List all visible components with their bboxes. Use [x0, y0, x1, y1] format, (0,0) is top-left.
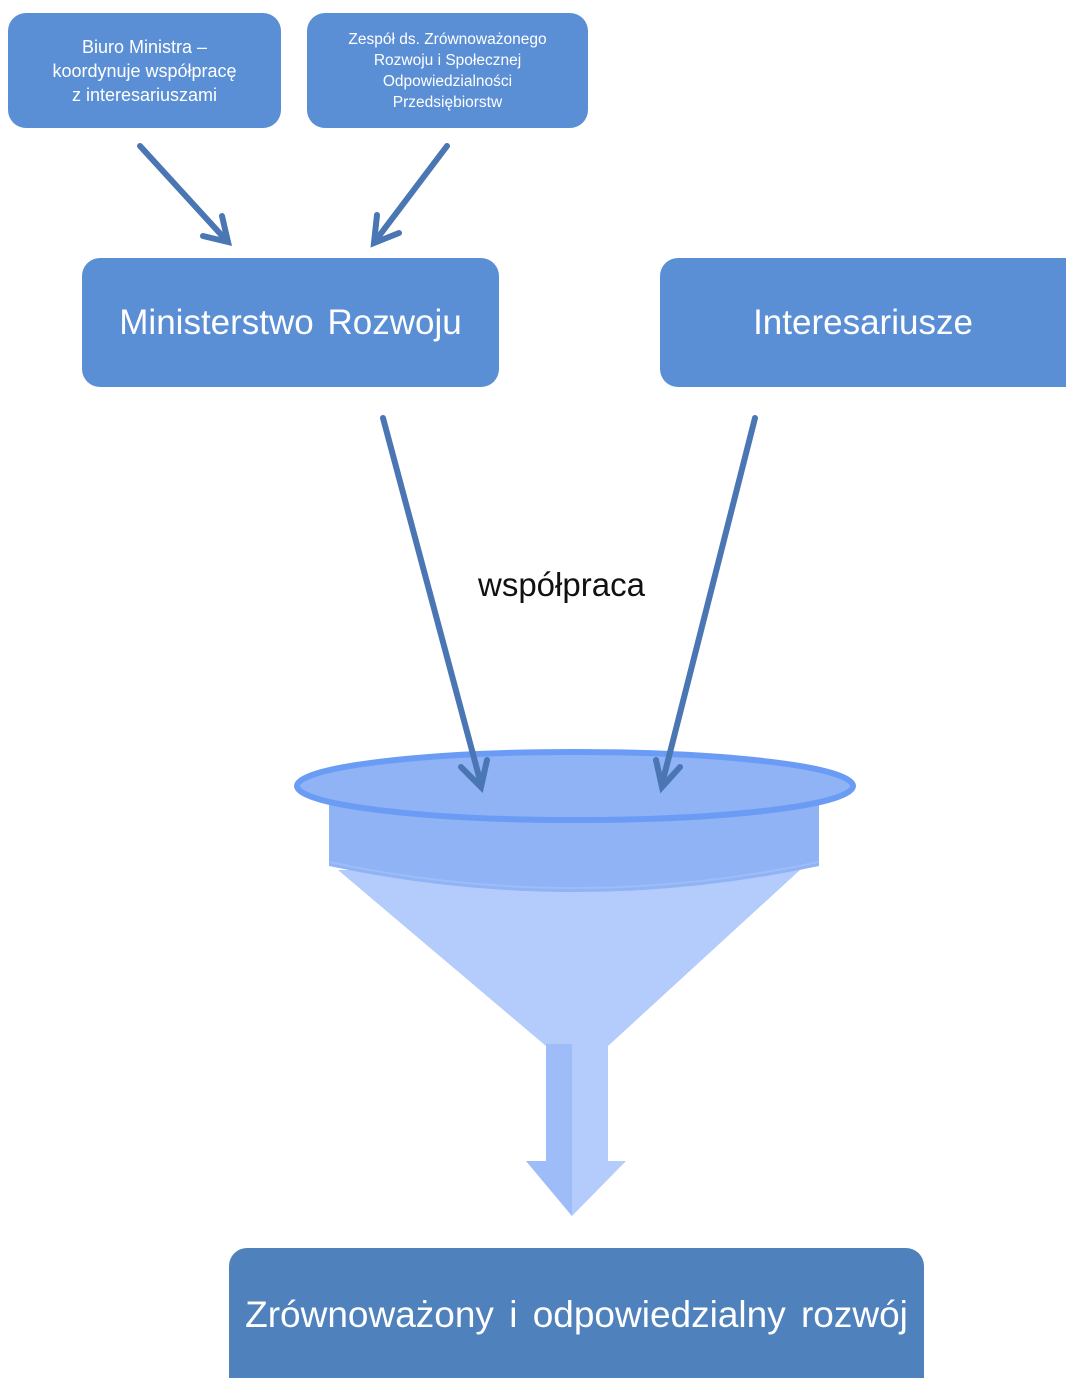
label-wspolpraca: współpraca — [478, 566, 645, 603]
arrow-interesariusze-to-funnel — [653, 415, 758, 794]
funnel-output-arrowhead-shade — [526, 1161, 572, 1216]
funnel-body-bottom — [328, 861, 820, 889]
arrow-biuro-to-ministerstwo — [137, 143, 233, 247]
funnel — [294, 749, 856, 1216]
funnel-rim — [294, 749, 856, 823]
box-biuro-ministra: Biuro Ministra – koordynuje współpracę z… — [8, 13, 281, 128]
funnel-spout-shade — [546, 1044, 572, 1164]
box-ministerstwo-rozwoju: Ministerstwo Rozwoju — [82, 258, 499, 387]
box-interesariusze: Interesariusze — [660, 258, 1066, 387]
box-zespol-zrownowazonego-rozwoju: Zespół ds. Zrównoważonego Rozwoju i Społ… — [307, 13, 588, 128]
funnel-cone — [338, 870, 800, 1046]
arrow-ministerstwo-to-funnel — [380, 415, 490, 793]
arrow-zespol-to-ministerstwo — [370, 143, 450, 248]
box-zrownowazony-rozwoj: Zrównoważony i odpowiedzialny rozwój — [229, 1248, 924, 1378]
